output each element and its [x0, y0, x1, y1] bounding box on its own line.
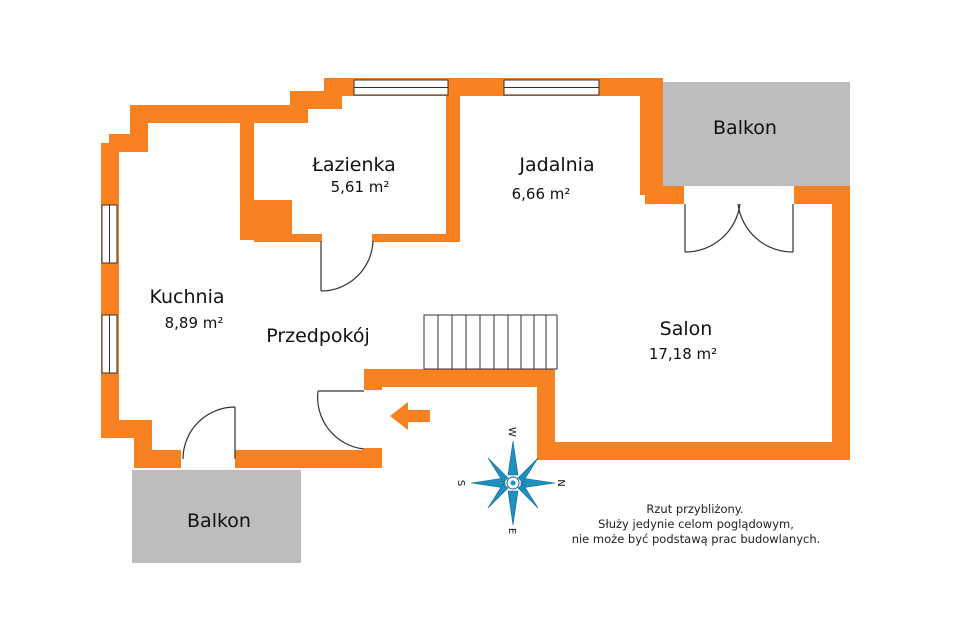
- outer-walls: [101, 78, 850, 468]
- stairs: [423, 314, 558, 370]
- room-area-lazienka: 5,61 m²: [331, 178, 390, 196]
- window-jadalnia: [503, 79, 600, 96]
- balcony-top-right: [655, 82, 850, 187]
- window-kuchnia-lower: [101, 314, 118, 374]
- disclaimer-line-2: Służy jedynie celom poglądowym,: [598, 517, 794, 531]
- door-balkon-top-double: [684, 203, 794, 253]
- compass-label-left: S: [455, 480, 466, 486]
- door-balkon-bottom: [182, 406, 236, 460]
- balcony-label-bottom-left: Balkon: [187, 510, 251, 532]
- door-entrance: [317, 390, 365, 450]
- room-name-jadalnia: Jadalnia: [518, 154, 594, 176]
- compass-rose-icon: [470, 440, 556, 526]
- compass-label-top: W: [506, 427, 517, 437]
- room-name-lazienka: Łazienka: [311, 154, 396, 176]
- compass-label-bottom: E: [506, 528, 517, 534]
- window-lazienka: [353, 79, 449, 96]
- disclaimer-line-3: nie może być podstawą prac budowlanych.: [572, 532, 821, 546]
- doors: [182, 203, 794, 460]
- room-area-salon: 17,18 m²: [649, 345, 717, 363]
- interior-walls: [240, 95, 654, 242]
- room-name-przedpokoj: Przedpokój: [266, 325, 370, 347]
- door-openings: [181, 186, 794, 469]
- balcony-label-top-right: Balkon: [713, 117, 777, 139]
- window-kuchnia-upper: [101, 204, 118, 264]
- disclaimer-line-1: Rzut przybliżony.: [646, 502, 743, 516]
- room-area-jadalnia: 6,66 m²: [512, 185, 571, 203]
- arrow-left-icon: [390, 402, 430, 430]
- door-lazienka: [320, 240, 374, 292]
- compass-label-right: N: [555, 479, 566, 486]
- room-name-salon: Salon: [660, 318, 713, 340]
- balcony-bottom-left: [132, 470, 301, 563]
- room-area-kuchnia: 8,89 m²: [165, 314, 224, 332]
- windows: [101, 79, 600, 374]
- room-name-kuchnia: Kuchnia: [149, 286, 224, 308]
